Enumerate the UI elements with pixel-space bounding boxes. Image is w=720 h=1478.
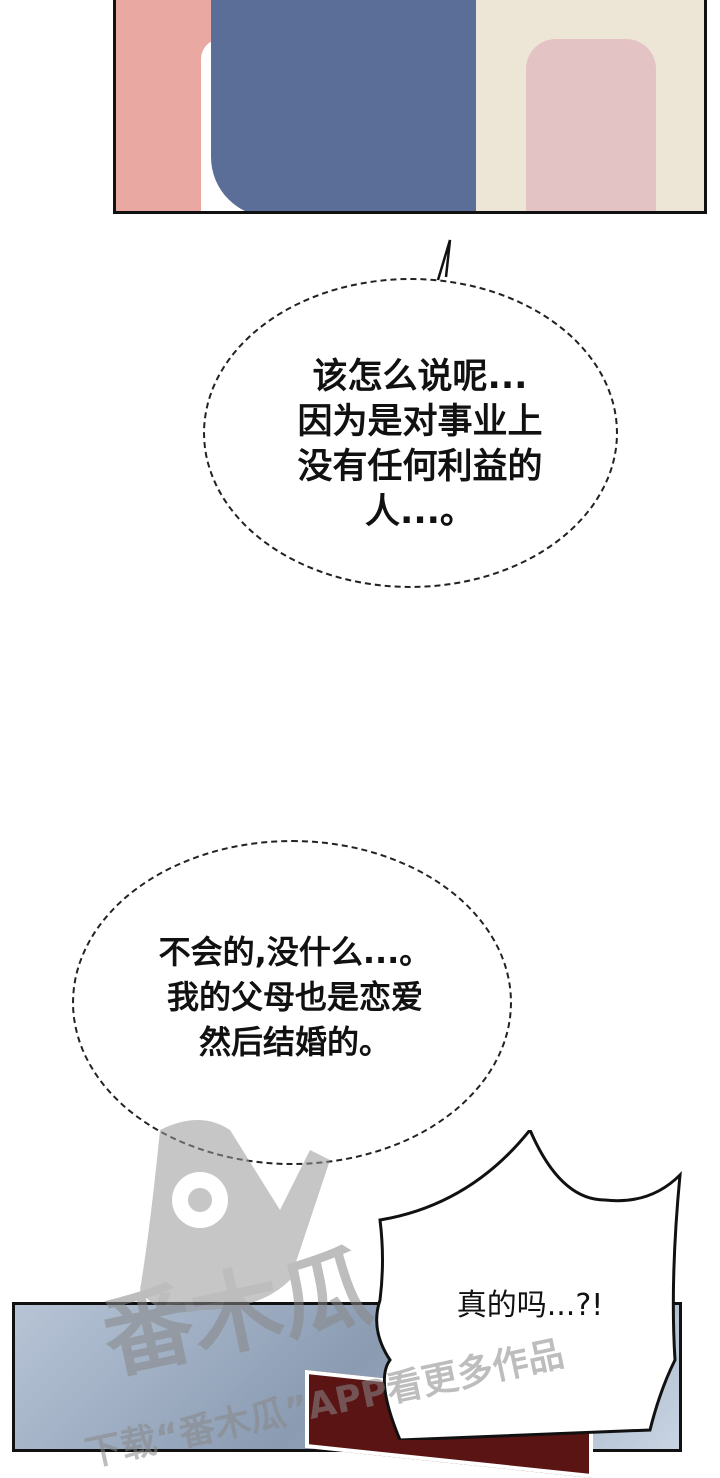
top-panel [113,0,707,214]
line: 然后结婚的。 [198,1023,391,1061]
line: 人...。 [365,492,475,532]
line: 没有任何利益的 [297,447,543,487]
line: 不会的,没什么...。 [158,933,432,971]
line: 该怎么说呢... [312,357,528,397]
shout-bubble [375,1130,682,1440]
speech-bubble-1 [203,278,618,588]
line: 因为是对事业上 [297,402,543,442]
bubble-3-text: 真的吗...?! [456,1288,604,1323]
bubble-1-text: 该怎么说呢... 因为是对事业上 没有任何利益的 人...。 [220,355,620,535]
line: 我的父母也是恋爱 [166,978,423,1016]
speech-tail-mark [436,239,452,281]
bubble-2-text: 不会的,没什么...。 我的父母也是恋爱 然后结婚的。 [80,930,510,1065]
character-cardigan [526,39,656,211]
character-jacket [211,0,476,211]
